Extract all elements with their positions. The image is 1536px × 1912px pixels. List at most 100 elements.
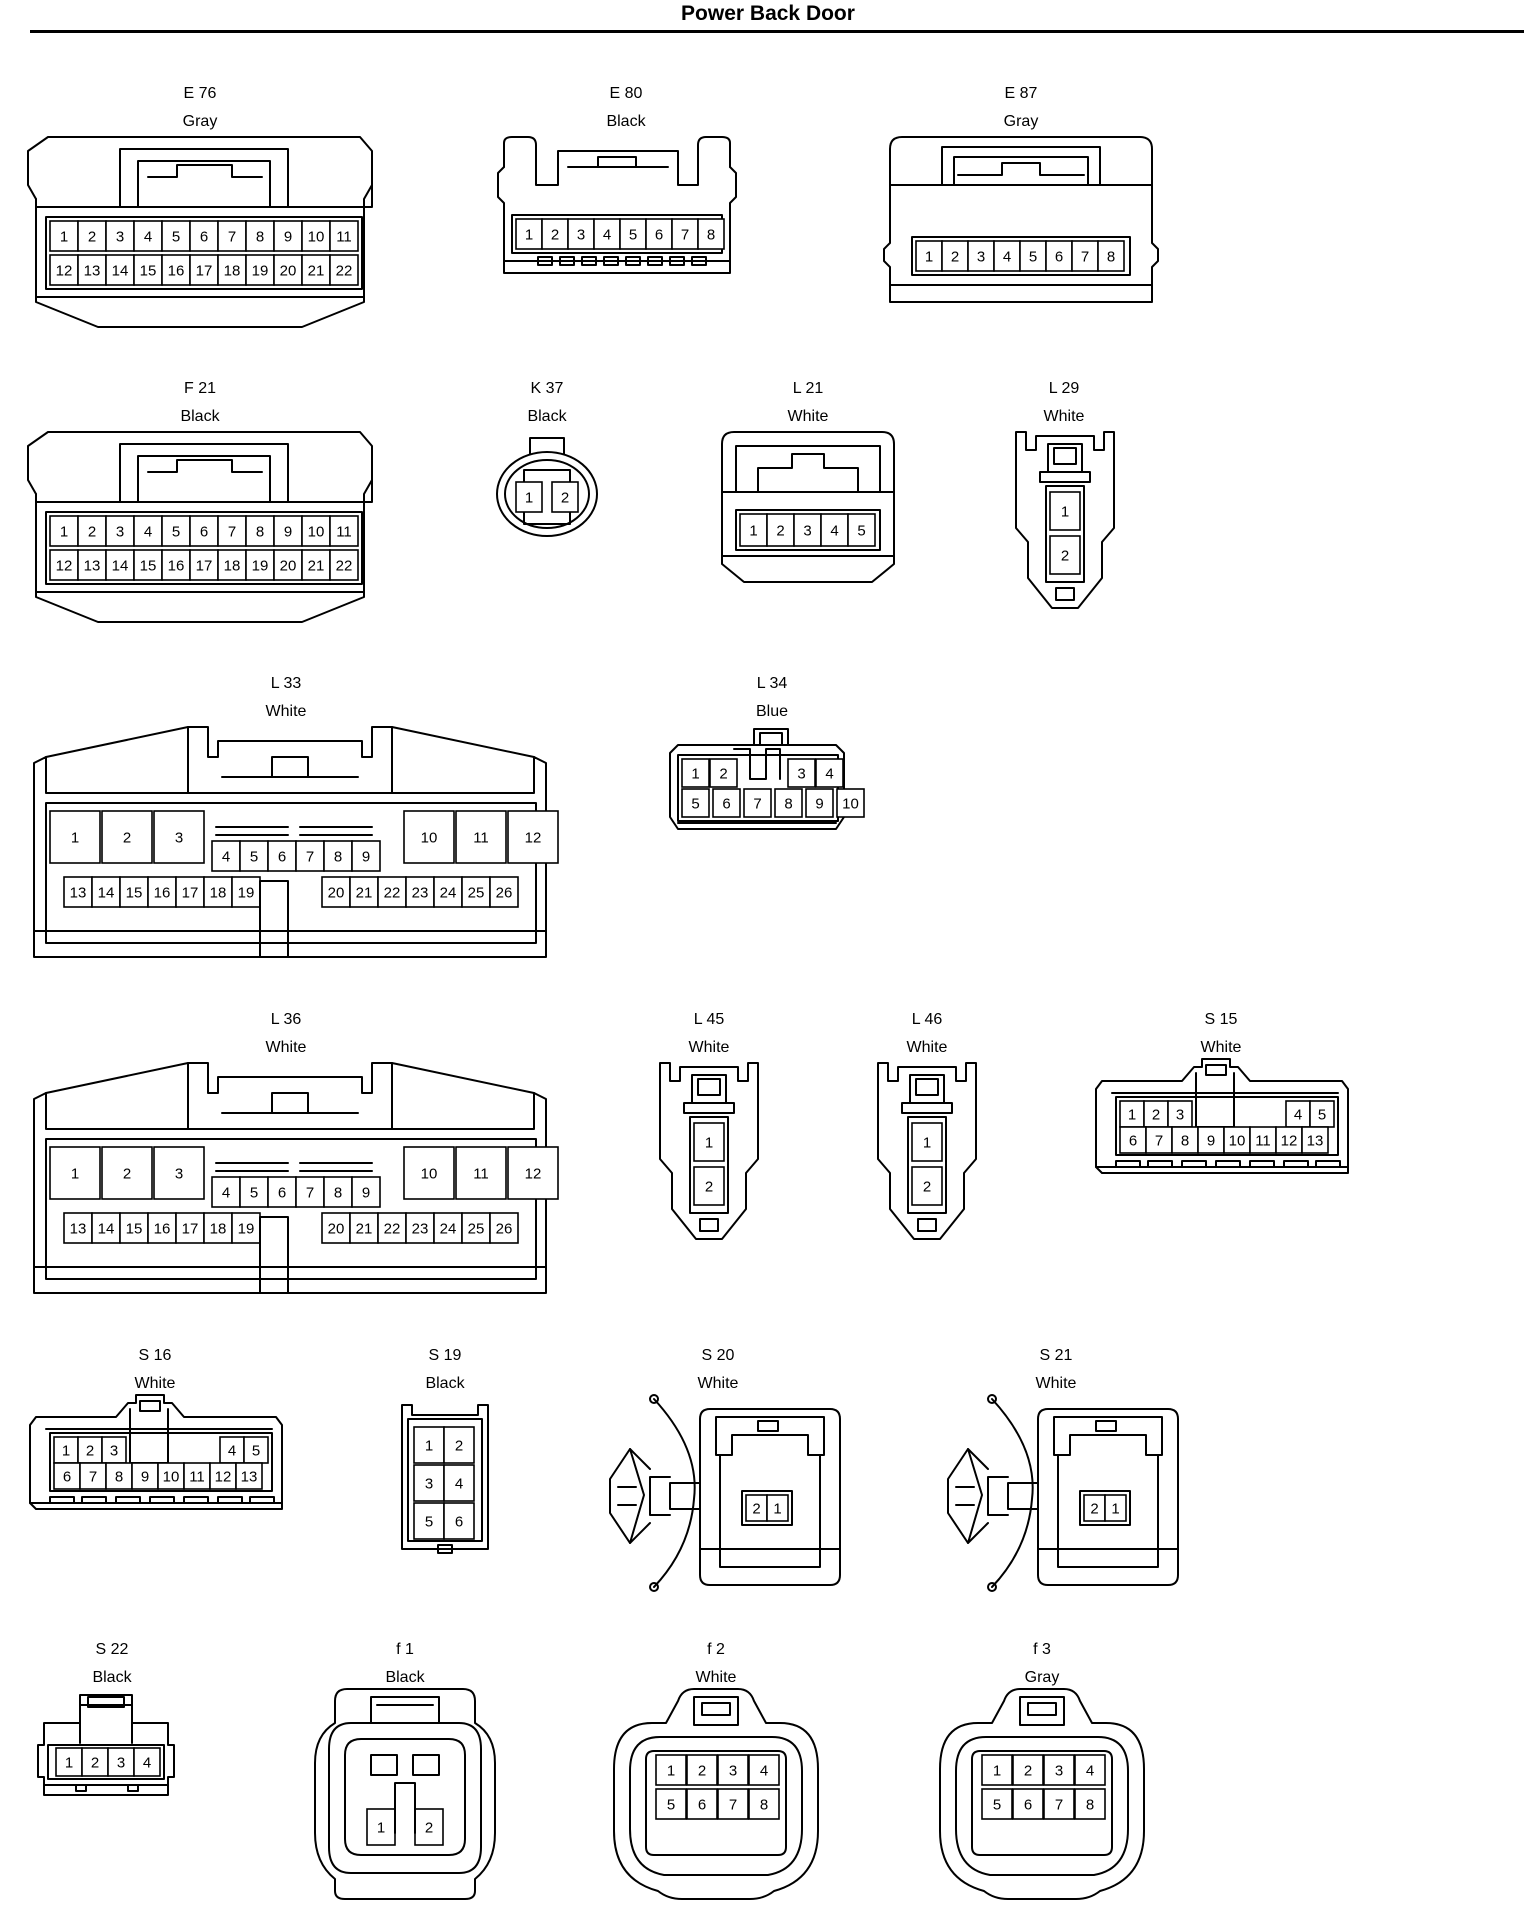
housing-outline (344, 1738, 466, 1856)
pin-number: 1 (1111, 1501, 1119, 1518)
pin-cell (743, 788, 772, 818)
housing-outline (953, 156, 1089, 186)
pin-cell (323, 840, 353, 872)
pin-cell (787, 758, 816, 788)
pin-number: 2 (1024, 1763, 1032, 1780)
pin-number: 6 (63, 1469, 71, 1486)
pin-number: 15 (126, 1221, 143, 1238)
housing-outline (629, 1448, 645, 1544)
housing-outline (1037, 1408, 1179, 1586)
pin-number: 13 (84, 558, 101, 575)
housing-outline (119, 148, 289, 208)
pin-cell (211, 840, 241, 872)
pin-cell (820, 513, 849, 547)
housing-outline (187, 1062, 393, 1130)
connector-code: L 34 (757, 675, 788, 692)
pin-number: 3 (977, 249, 985, 266)
pin-cell (131, 1462, 159, 1490)
pin-cell (461, 1212, 491, 1244)
housing-outline (496, 451, 598, 537)
pin-number: 12 (525, 830, 542, 847)
housing-outline (33, 756, 547, 958)
pin-number: 13 (84, 263, 101, 280)
housing-part (412, 1754, 440, 1776)
pin-number: 7 (1081, 249, 1089, 266)
housing-outline (1057, 1454, 1159, 1568)
pin-cell (681, 788, 710, 818)
pin-number: 21 (356, 1221, 373, 1238)
pin-number: 17 (182, 1221, 199, 1238)
pin-number: 3 (577, 227, 585, 244)
pin-cell (273, 254, 303, 286)
pin-cell (209, 1462, 237, 1490)
housing-part (47, 1744, 165, 1780)
pin-cell (403, 810, 455, 864)
housing-part (757, 1420, 779, 1432)
pin-number: 23 (412, 1221, 429, 1238)
pin-number: 4 (1086, 1763, 1094, 1780)
pin-cell (77, 549, 107, 581)
housing-outline (613, 1688, 819, 1900)
connector-color: White (1044, 408, 1085, 425)
clip-pivot (649, 1582, 659, 1592)
pin-cell (1249, 1126, 1277, 1154)
pin-number: 1 (925, 249, 933, 266)
pin-number: 10 (1229, 1133, 1246, 1150)
pin-cell (981, 1754, 1013, 1786)
pin-number: 5 (857, 523, 865, 540)
housing-outline (43, 1722, 169, 1786)
pin-number: 2 (88, 524, 96, 541)
pin-number: 5 (250, 1185, 258, 1202)
housing-outline (221, 1092, 359, 1114)
pin-number: 1 (993, 1763, 1001, 1780)
pin-number: 7 (306, 1185, 314, 1202)
pin-cell (551, 481, 579, 513)
pin-cell (49, 1146, 101, 1200)
pin-number: 13 (70, 1221, 87, 1238)
housing-part (677, 754, 839, 822)
pin-cell (133, 254, 163, 286)
pin-number: 9 (1207, 1133, 1215, 1150)
pin-number: 19 (238, 885, 255, 902)
pin-number: 13 (241, 1469, 258, 1486)
pin-number: 3 (425, 1476, 433, 1493)
housing-outline (35, 479, 373, 503)
pin-number: 1 (667, 1763, 675, 1780)
housing-part (699, 1218, 719, 1232)
pin-cell (329, 515, 359, 547)
connector-code: E 76 (184, 85, 217, 102)
housing-outline (987, 1476, 1009, 1516)
pin-number: 16 (168, 263, 185, 280)
connector-code: K 37 (531, 380, 564, 397)
pin-number: 8 (784, 796, 792, 813)
pin-cell (507, 810, 559, 864)
connector-code: L 46 (912, 1011, 943, 1028)
terminal-slot (127, 1784, 139, 1792)
pin-cell (805, 788, 834, 818)
pin-number: 5 (172, 524, 180, 541)
pin-number: 22 (384, 885, 401, 902)
pin-cell (619, 218, 647, 250)
pin-number: 9 (815, 796, 823, 813)
pin-number: 2 (455, 1438, 463, 1455)
pin-number: 3 (117, 1755, 125, 1772)
housing-part (45, 802, 537, 944)
pin-cell (329, 254, 359, 286)
pin-number: 3 (175, 1166, 183, 1183)
pin-cell (217, 515, 247, 547)
housing-outline (314, 1688, 496, 1900)
pin-number: 4 (1294, 1107, 1302, 1124)
pin-cell (681, 758, 710, 788)
connector-code: S 21 (1040, 1347, 1073, 1364)
pin-cell (655, 1754, 687, 1786)
housing-part (1205, 1064, 1227, 1076)
pin-number: 7 (1155, 1133, 1163, 1150)
pin-cell (119, 876, 149, 908)
housing-part (1079, 1490, 1131, 1526)
pin-number: 11 (473, 1166, 489, 1183)
connector-code: f 3 (1033, 1641, 1051, 1658)
